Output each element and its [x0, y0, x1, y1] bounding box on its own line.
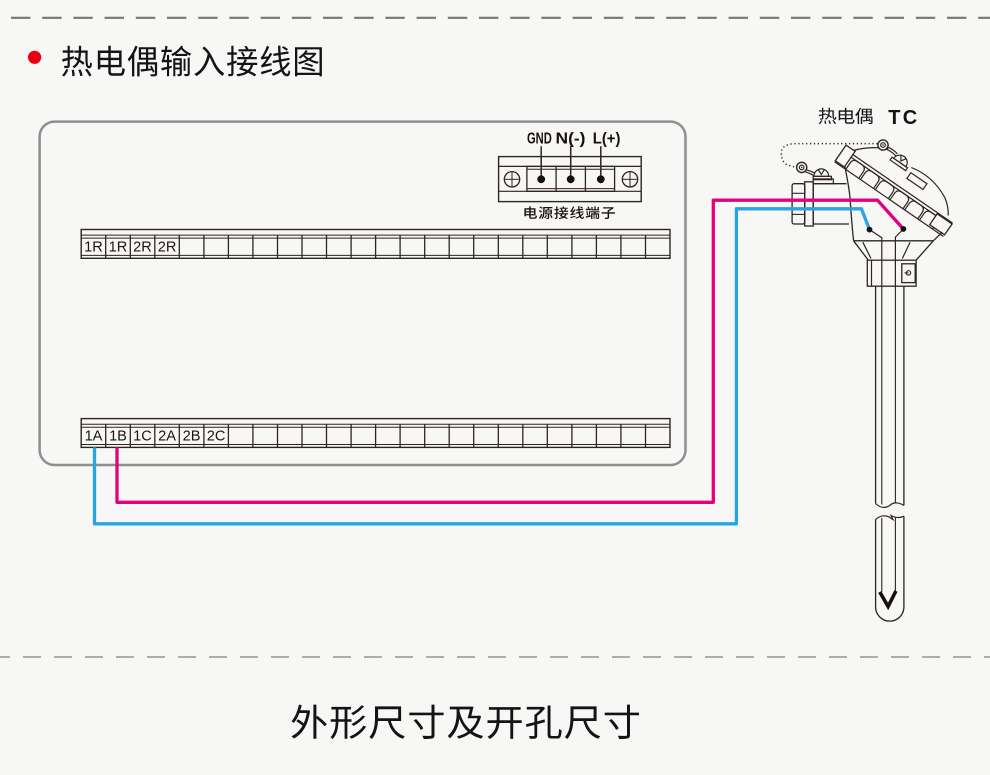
- svg-text:N(-): N(-): [556, 129, 586, 147]
- svg-text:2R: 2R: [133, 240, 152, 256]
- svg-text:1R: 1R: [109, 240, 128, 256]
- svg-text:1C: 1C: [133, 429, 152, 445]
- svg-text:L(+): L(+): [593, 130, 621, 148]
- svg-text:2B: 2B: [183, 429, 201, 445]
- svg-text:2R: 2R: [158, 240, 177, 256]
- svg-text:2A: 2A: [158, 429, 176, 445]
- svg-text:TC: TC: [888, 107, 919, 129]
- svg-text:1A: 1A: [85, 429, 103, 445]
- svg-text:1R: 1R: [84, 240, 103, 256]
- svg-text:GND: GND: [527, 128, 552, 147]
- svg-text:1B: 1B: [109, 429, 127, 445]
- svg-text:2C: 2C: [207, 429, 226, 445]
